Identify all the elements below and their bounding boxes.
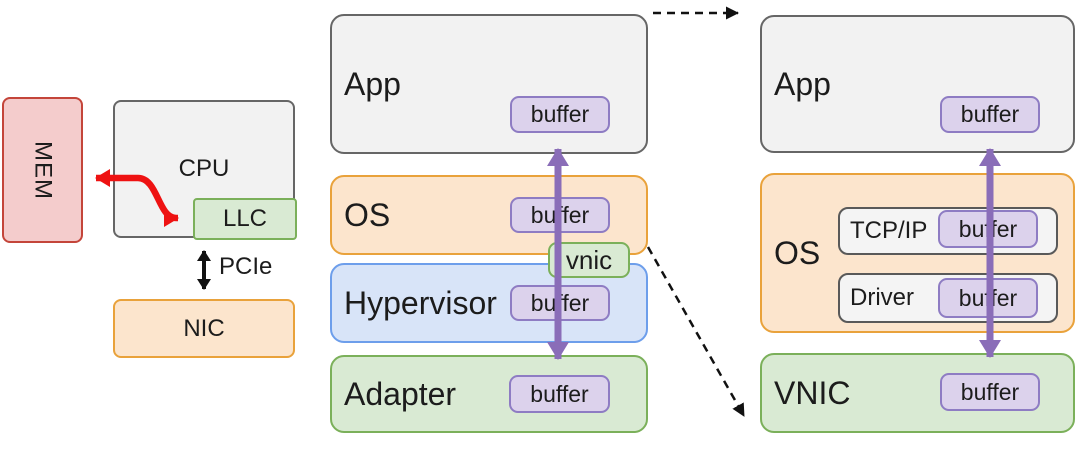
buffer-label: buffer <box>530 380 589 407</box>
vnic-small-label: vnic <box>565 244 613 275</box>
mem-label: MEM <box>29 140 57 200</box>
hypervisor-label: Hypervisor <box>344 285 497 321</box>
virt-os-label: OS <box>344 197 391 233</box>
guest-vnic-label: VNIC <box>774 375 851 411</box>
buffer-label: buffer <box>960 101 1020 127</box>
virt-app-label: App <box>344 66 401 102</box>
buffer-label: buffer <box>530 201 590 228</box>
hypervisor-buffer-badge: buffer <box>510 285 610 321</box>
nic-label: NIC <box>183 314 225 342</box>
tcpip-buffer-badge: buffer <box>938 210 1038 248</box>
mem-box: MEM <box>2 97 83 243</box>
guest-os-label: OS <box>774 235 821 271</box>
adapter-label: Adapter <box>344 376 457 412</box>
buffer-label: buffer <box>958 284 1018 311</box>
buffer-label: buffer <box>958 215 1018 242</box>
adapter-buffer-badge: buffer <box>509 375 610 413</box>
driver-label: Driver <box>850 284 914 311</box>
buffer-label: buffer <box>960 378 1020 405</box>
vnic-small-box: vnic <box>548 242 630 278</box>
guest-app-buffer-badge: buffer <box>940 96 1040 133</box>
vnic-expand-dashed-arrow <box>646 246 746 417</box>
buffer-label: buffer <box>530 289 590 316</box>
nic-box: NIC <box>113 299 295 358</box>
virt-os-buffer-badge: buffer <box>510 197 610 233</box>
llc-box: LLC <box>193 198 297 240</box>
llc-label: LLC <box>222 205 268 232</box>
guest-app-label: App <box>774 66 831 102</box>
driver-buffer-badge: buffer <box>938 278 1038 318</box>
pcie-label: PCIe <box>219 253 273 280</box>
virt-app-buffer-badge: buffer <box>510 96 610 133</box>
buffer-label: buffer <box>530 101 590 127</box>
virt-app-box: App <box>330 14 648 154</box>
guest-vnic-buffer-badge: buffer <box>940 373 1040 411</box>
cpu-label: CPU <box>178 155 230 182</box>
tcpip-label: TCP/IP <box>850 217 928 244</box>
